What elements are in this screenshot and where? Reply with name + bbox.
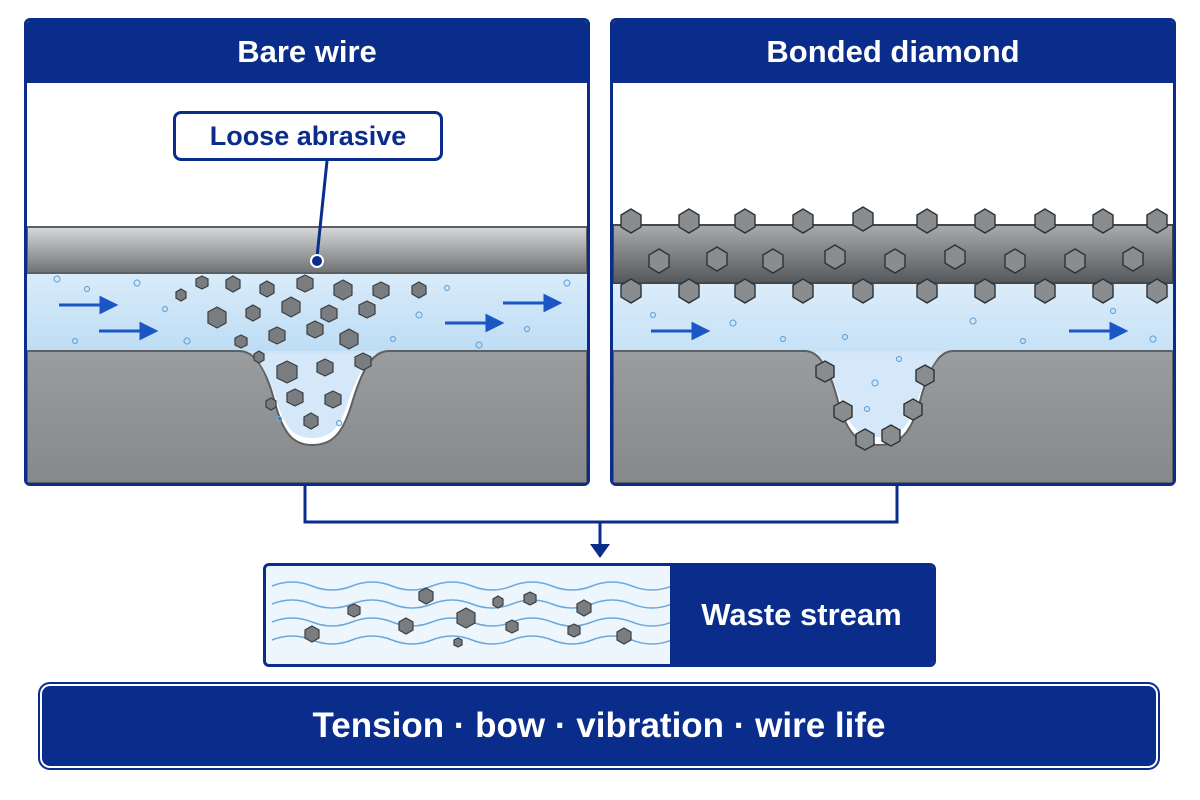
bare-wire-illustration (27, 160, 587, 483)
slurry-bubbles (53, 275, 571, 427)
footer-summary-bar: Tension · bow · vibration · wire life (42, 686, 1156, 766)
bonded-diamonds (620, 206, 1168, 451)
bonded-diamond-title: Bonded diamond (613, 21, 1173, 83)
bare-wire (27, 226, 587, 274)
waste-particles (304, 587, 632, 648)
bonded-diamond-panel: Bonded diamond (610, 18, 1176, 486)
loose-abrasive-particles (175, 274, 427, 430)
coolant-bubbles (649, 307, 1157, 413)
waste-stream-illustration (271, 581, 670, 648)
callout-leader (315, 160, 329, 258)
bare-wire-panel: Bare wire (24, 18, 590, 486)
coolant-band (613, 279, 1173, 353)
connector-lines (303, 486, 899, 546)
flow-arrows (59, 293, 563, 341)
loose-abrasive-callout: Loose abrasive (173, 111, 443, 161)
bare-wire-title: Bare wire (27, 21, 587, 83)
connector-arrowhead (590, 544, 610, 558)
bonded-diamond-illustration (613, 206, 1173, 483)
workpiece (27, 350, 587, 483)
flow-arrows (651, 321, 1129, 341)
waste-stream-label: Waste stream (670, 566, 933, 664)
waste-stream-box: Waste stream (263, 563, 936, 667)
callout-dot (310, 254, 324, 268)
